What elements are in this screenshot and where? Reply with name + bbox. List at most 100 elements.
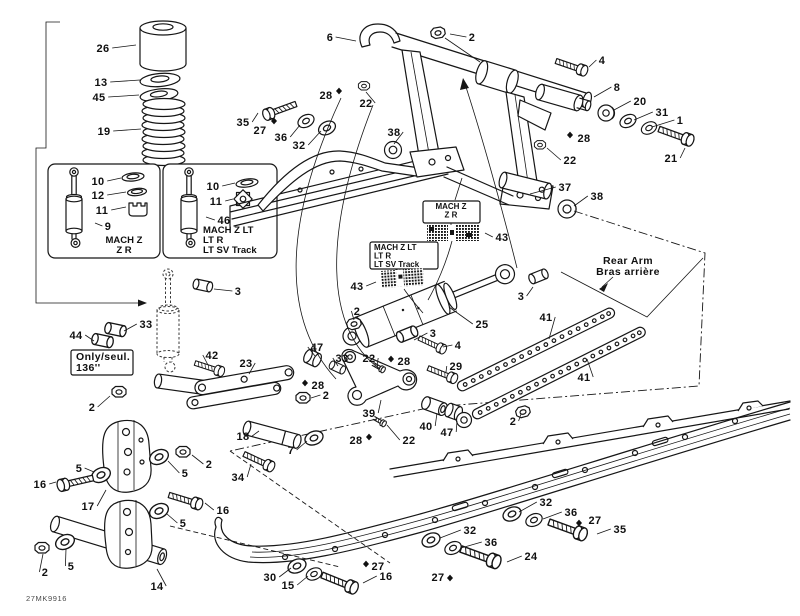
leader-line-1 [651, 119, 675, 128]
part-callout-44: 44 [69, 330, 83, 342]
part-callout-7: 7 [288, 445, 295, 457]
part-callout-35: 35 [236, 117, 249, 129]
part-callout-23: 23 [239, 358, 252, 370]
leader-line-5 [166, 513, 178, 524]
leader-line-33 [332, 357, 339, 367]
leader-line-47 [307, 346, 316, 357]
leader-line-17 [96, 489, 107, 507]
part-callout-10: 10 [206, 181, 219, 193]
leader-line-16 [49, 481, 57, 485]
part-callout-13: 13 [94, 77, 107, 89]
swing-arm-assembly [111, 357, 302, 449]
leader-line-25 [448, 306, 474, 325]
leader-line-20 [613, 100, 631, 111]
leader-line-46 [205, 216, 215, 221]
part-callout-46: 46 [217, 215, 230, 227]
front-rail-section [229, 140, 453, 227]
part-callout-32: 32 [292, 140, 305, 152]
threadlock-diamond [366, 433, 372, 441]
leader-line-3 [526, 286, 534, 297]
leader-line-36 [542, 511, 562, 520]
tag-box-mach-z-lt [369, 241, 439, 270]
part-callout-28: 28 [311, 380, 324, 392]
star-washer-11 [233, 189, 253, 209]
leader-line-37 [529, 186, 556, 195]
leader-line-22 [386, 424, 401, 441]
part-callout-11: 11 [210, 196, 222, 208]
threadlock-diamond [567, 131, 573, 139]
leader-line-36 [289, 124, 301, 138]
part-callout-10: 10 [91, 176, 104, 188]
leader-line-14 [156, 568, 167, 587]
part-callout-9: 9 [105, 221, 112, 233]
bushing-20 [597, 104, 616, 122]
part-callout-30: 30 [263, 572, 276, 584]
part-callout-21: 21 [664, 153, 677, 165]
strips-41 [456, 307, 646, 420]
part-callout-28: 28 [349, 435, 362, 447]
part-callout-16: 16 [379, 571, 392, 583]
part-callout-22: 22 [563, 155, 576, 167]
leader-line-30 [278, 567, 292, 578]
barcode-43a [427, 225, 480, 241]
leader-line-6 [335, 36, 357, 42]
leader-line-3 [413, 332, 428, 341]
barcode-43b [380, 268, 425, 288]
leader-line-32 [439, 529, 461, 539]
leader-line-38 [393, 131, 404, 145]
leader-line-34 [246, 463, 252, 478]
part-callout-5: 5 [180, 518, 187, 530]
part-callout-39: 39 [362, 408, 375, 420]
part-callout-2: 2 [469, 32, 476, 44]
leader-line-33 [123, 323, 137, 332]
part-callout-12: 12 [91, 190, 104, 202]
part-callout-41: 41 [577, 372, 590, 384]
part-callout-2: 2 [354, 306, 361, 318]
part-callout-27: 27 [431, 572, 444, 584]
part-callout-6: 6 [327, 32, 334, 44]
part-callout-42: 42 [205, 350, 218, 362]
leader-line-35 [251, 112, 259, 123]
part-callout-18: 18 [236, 431, 249, 443]
part-callout-3: 3 [235, 286, 242, 298]
part-callout-19: 19 [97, 126, 110, 138]
leader-line-4 [588, 59, 597, 68]
leader-line-21 [679, 147, 686, 159]
threadlock-diamond [388, 355, 394, 363]
shaft-8 [534, 83, 592, 112]
leader-line-16 [204, 502, 215, 511]
threadlock-diamond [447, 574, 453, 582]
spring-washer-13 [139, 72, 181, 88]
part-callout-32: 32 [539, 497, 552, 509]
part-callout-11: 11 [96, 205, 108, 217]
part-callout-27: 27 [253, 125, 266, 137]
leader-line-19 [113, 128, 142, 132]
ghost-shock [156, 268, 180, 373]
leader-line-41 [586, 358, 594, 378]
part-callout-28: 28 [577, 133, 590, 145]
leader-line-43 [484, 232, 493, 238]
leader-line-26 [112, 44, 137, 49]
part-callout-33: 33 [335, 353, 348, 365]
part-callout-16: 16 [33, 479, 46, 491]
part-callout-15: 15 [281, 580, 294, 592]
leader-line-9 [94, 222, 103, 227]
part-callout-36: 36 [484, 537, 497, 549]
part-callout-4: 4 [599, 55, 606, 67]
part-callout-16: 16 [216, 505, 229, 517]
part-callout-43: 43 [495, 232, 508, 244]
part-callout-5: 5 [68, 561, 75, 573]
part-callout-5: 5 [182, 468, 189, 480]
leader-line-15 [296, 575, 309, 586]
part-callout-26: 26 [96, 43, 109, 55]
threadlock-diamond [336, 87, 342, 95]
part-callout-3: 3 [518, 291, 525, 303]
part-callout-40: 40 [419, 421, 432, 433]
leader-line-29 [445, 365, 448, 373]
part-callout-33: 33 [139, 319, 152, 331]
sheet-code: 27MK9916 [26, 594, 68, 603]
leader-line-32 [518, 501, 537, 513]
leader-line-32 [307, 130, 322, 146]
